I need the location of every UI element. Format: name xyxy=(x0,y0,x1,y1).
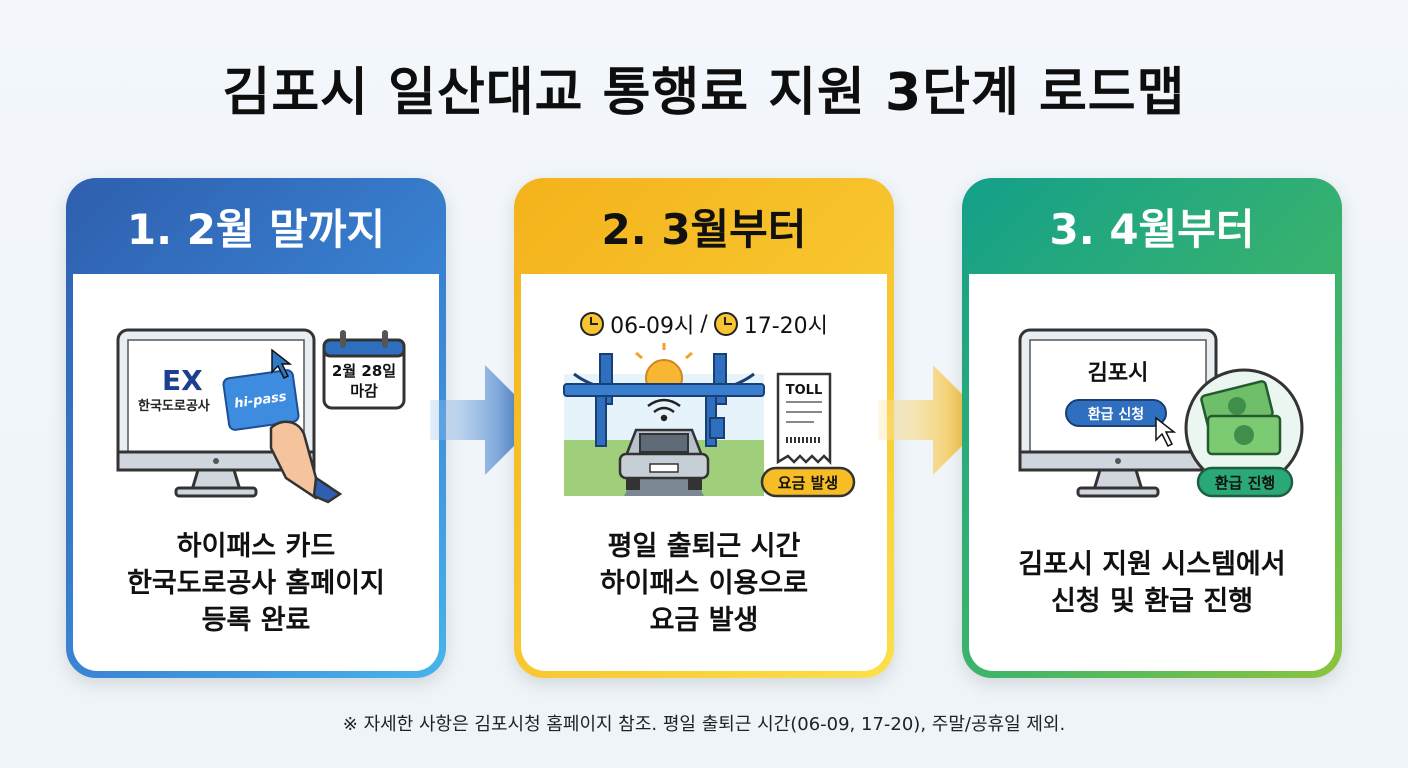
step-card-2: 2. 3월부터 06-09시 / 17-20시 xyxy=(514,178,894,678)
time-range-row: 06-09시 / 17-20시 xyxy=(514,308,894,340)
car-icon xyxy=(618,428,710,490)
refund-badge-label: 환급 진행 xyxy=(1215,474,1275,492)
arrow-right-icon xyxy=(878,365,988,475)
step-card-1: 1. 2월 말까지 EX 한국도로공사 hi-pass xyxy=(66,178,446,678)
step-card-3: 3. 4월부터 김포시 환급 신청 환급 진행 김포시 지원 시스템에서 신청 … xyxy=(962,178,1342,678)
hipass-card-icon: hi-pass xyxy=(222,369,300,431)
step-2-heading: 2. 3월부터 xyxy=(601,204,807,254)
charge-badge xyxy=(760,466,856,498)
refund-request-label: 환급 신청 xyxy=(1088,406,1144,423)
money-icon xyxy=(1184,368,1304,488)
step-2-line-2: 하이패스 이용으로 xyxy=(599,568,809,599)
step-1-heading: 1. 2월 말까지 xyxy=(126,204,386,254)
clock-icon xyxy=(580,312,605,336)
card-brand: hi-pass xyxy=(233,389,287,411)
step-1-description: 하이패스 카드 한국도로공사 홈페이지 등록 완료 xyxy=(66,528,446,639)
step-2-illustration: TOLL 요금 발생 xyxy=(563,343,856,498)
cursor-icon xyxy=(1155,416,1177,448)
monitor-title: 김포시 xyxy=(1088,361,1149,386)
clock-icon xyxy=(713,312,738,336)
calendar-icon xyxy=(322,330,406,410)
step-3-illustration: 김포시 환급 신청 환급 진행 xyxy=(1018,328,1304,498)
refund-badge xyxy=(1196,466,1294,498)
step-3-description: 김포시 지원 시스템에서 신청 및 환급 진행 xyxy=(962,546,1342,620)
step-2-line-3: 요금 발생 xyxy=(649,605,759,636)
charge-badge-label: 요금 발생 xyxy=(778,474,838,492)
step-1-line-2: 한국도로공사 홈페이지 xyxy=(127,568,385,599)
receipt-icon xyxy=(776,372,832,466)
time-morning: 06-09시 xyxy=(610,314,695,339)
time-evening: 17-20시 xyxy=(743,314,828,339)
cursor-icon xyxy=(271,348,293,380)
refund-request-button[interactable] xyxy=(1065,399,1167,427)
step-3-line-1: 김포시 지원 시스템에서 xyxy=(1018,549,1286,580)
hand-icon xyxy=(269,420,330,500)
step-2-line-1: 평일 출퇴근 시간 xyxy=(607,531,801,562)
wireless-icon xyxy=(647,398,681,422)
arrow-right-icon xyxy=(430,365,540,475)
calendar-date: 2월 28일 xyxy=(332,362,396,380)
logo-mark: EX xyxy=(162,364,203,397)
step-3-heading: 3. 4월부터 xyxy=(1049,204,1255,254)
logo-text: 한국도로공사 xyxy=(138,398,210,414)
step-1-line-1: 하이패스 카드 xyxy=(176,531,336,562)
calendar-deadline: 마감 xyxy=(350,382,378,400)
page-title: 김포시 일산대교 통행료 지원 3단계 로드맵 xyxy=(222,63,1186,123)
footnote: ※ 자세한 사항은 김포시청 홈페이지 참조. 평일 출퇴근 시간(06-09,… xyxy=(342,714,1066,735)
receipt-label: TOLL xyxy=(786,383,823,398)
bridge-icon xyxy=(563,353,765,447)
time-separator: / xyxy=(700,311,708,337)
step-1-line-3: 등록 완료 xyxy=(201,605,311,636)
step-1-illustration: EX 한국도로공사 hi-pass 2월 28일 마감 xyxy=(116,328,406,504)
step-3-line-2: 신청 및 환급 진행 xyxy=(1050,586,1254,617)
step-2-description: 평일 출퇴근 시간 하이패스 이용으로 요금 발생 xyxy=(514,528,894,639)
